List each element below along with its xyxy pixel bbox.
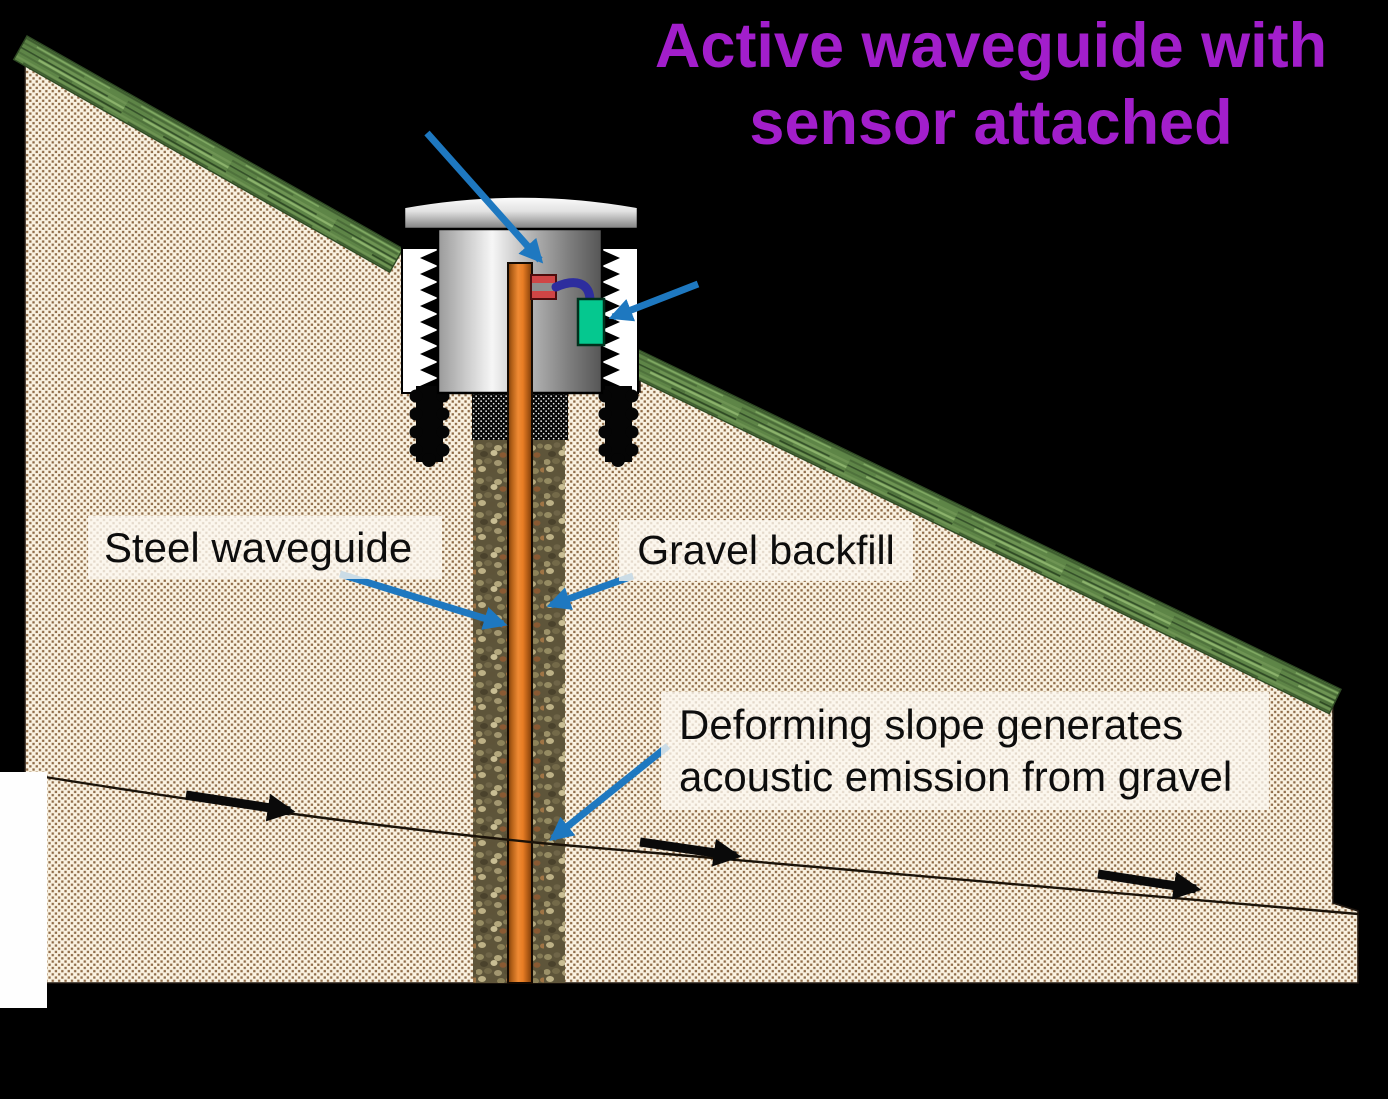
grass-strip-upper xyxy=(12,35,404,274)
arrow-to-steel-waveguide xyxy=(338,570,508,630)
arrow-to-slip-zone xyxy=(549,743,671,841)
deforming-slope-label-line2: acoustic emission from gravel xyxy=(679,753,1233,800)
deforming-slope-label-line1: Deforming slope generates xyxy=(679,701,1184,748)
diagram-title-line1: Active waveguide with xyxy=(654,11,1328,81)
steel-waveguide-rod xyxy=(507,262,533,984)
threaded-collar-right xyxy=(601,247,639,394)
gravel-backfill-label: Gravel backfill xyxy=(619,520,913,581)
movement-arrow xyxy=(1097,869,1202,900)
sensor-housing-cap xyxy=(402,195,640,231)
movement-arrow xyxy=(639,837,742,867)
diagram-title-line2: sensor attached xyxy=(749,88,1233,158)
corrugated-tube-right xyxy=(598,386,639,467)
threaded-collar-left xyxy=(401,247,439,394)
diagram-title: Active waveguide with sensor attached xyxy=(606,8,1376,162)
deforming-slope-label: Deforming slope generates acoustic emiss… xyxy=(661,692,1269,810)
sensor-unit-green xyxy=(576,297,606,347)
steel-waveguide-label-text: Steel waveguide xyxy=(104,523,413,571)
steel-waveguide-label: Steel waveguide xyxy=(88,516,442,579)
arrow-to-sensor-unit xyxy=(608,280,700,322)
gravel-backfill-label-text: Gravel backfill xyxy=(637,527,895,573)
movement-arrow xyxy=(185,790,296,822)
slope-movement-arrows xyxy=(185,790,1202,900)
arrow-to-transducer xyxy=(424,130,544,264)
left-margin-white-block xyxy=(0,772,47,1008)
corrugated-tube-left xyxy=(409,386,450,467)
